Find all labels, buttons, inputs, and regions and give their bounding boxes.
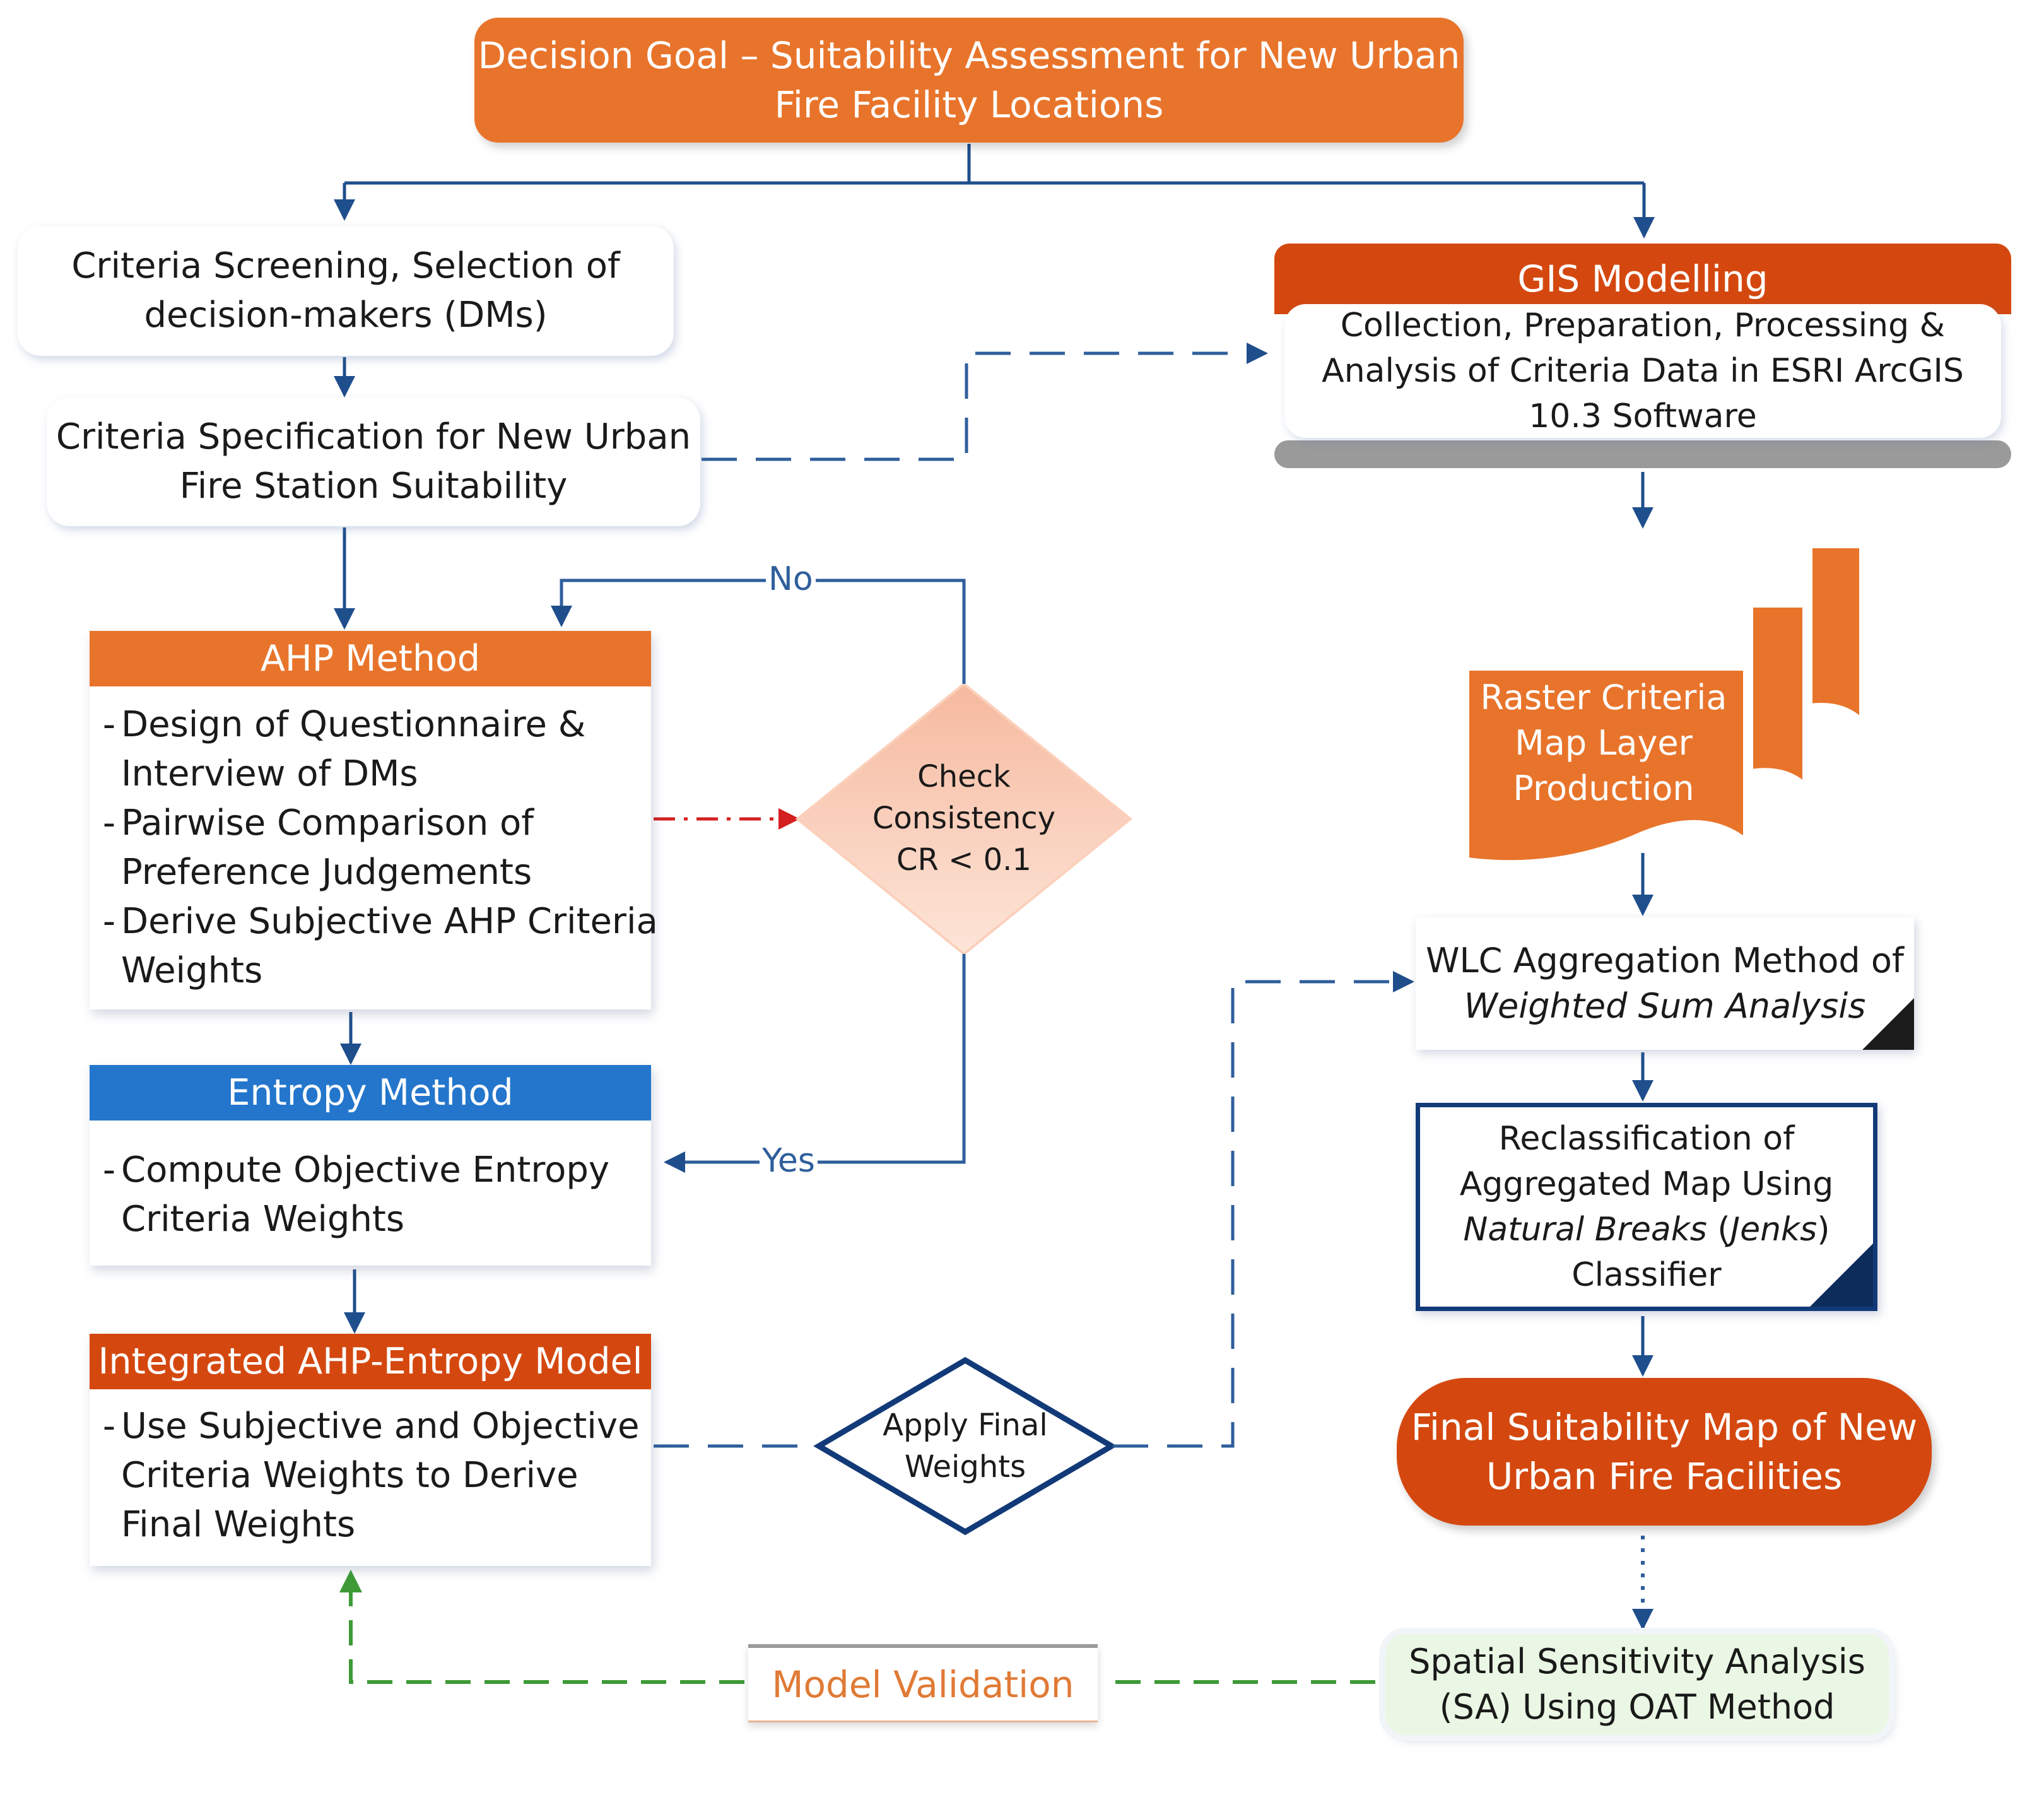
yes-connector xyxy=(664,954,966,1173)
check-consistency-label: Check Consistency CR < 0.1 xyxy=(864,756,1064,881)
dashed-spec-gis xyxy=(702,343,1268,461)
raster-criteria-label: Raster Criteria Map Layer Production xyxy=(1471,675,1736,811)
integrated-model-panel: Integrated AHP-Entropy Model - Use Subje… xyxy=(90,1334,651,1566)
screening-line-2: decision-makers (DMs) xyxy=(144,295,548,336)
ahp-method-title: AHP Method xyxy=(90,631,651,686)
decision-goal-box: Decision Goal – Suitability Assessment f… xyxy=(474,18,1464,143)
apply-line-1: Apply Final xyxy=(883,1408,1048,1443)
gis-line-2: Analysis of Criteria Data in ESRI ArcGIS xyxy=(1322,352,1964,390)
raster-document-stack xyxy=(1465,544,1863,864)
wlc-line-2: Weighted Sum Analysis xyxy=(1464,986,1866,1026)
ahp-item-3-line-2: Weights xyxy=(121,950,263,991)
reclassification-box: Reclassification of Aggregated Map Using… xyxy=(1416,1103,1877,1311)
ahp-item-3-line-1: Derive Subjective AHP Criteria xyxy=(121,901,658,942)
reclass-line-4: Classifier xyxy=(1571,1256,1722,1294)
no-label: No xyxy=(766,560,816,598)
criteria-screening-box: Criteria Screening, Selection of decisio… xyxy=(18,226,674,356)
wlc-line-1: WLC Aggregation Method of xyxy=(1426,941,1904,980)
goal-split-connector xyxy=(334,144,1655,238)
raster-line-2: Map Layer xyxy=(1515,723,1693,763)
sa-line-1: Spatial Sensitivity Analysis xyxy=(1409,1642,1865,1681)
integrated-model-items: - Use Subjective and Objective Criteria … xyxy=(90,1402,659,1550)
gis-line-1: Collection, Preparation, Processing & xyxy=(1340,307,1946,344)
ahp-item-2-line-1: Pairwise Comparison of xyxy=(121,803,534,844)
integrated-item-1-line-2: Criteria Weights to Derive xyxy=(121,1455,579,1496)
ahp-method-panel: AHP Method - Design of Questionnaire &In… xyxy=(90,631,658,1009)
wlc-corner-mark xyxy=(1862,998,1914,1050)
apply-line-2: Weights xyxy=(904,1449,1026,1485)
ahp-item-1-line-2: Interview of DMs xyxy=(121,753,418,794)
integrated-item-1: - Use Subjective and Objective Criteria … xyxy=(97,1402,659,1550)
integrated-item-1-line-1: Use Subjective and Objective xyxy=(121,1406,640,1447)
model-validation-label: Model Validation xyxy=(772,1662,1074,1706)
no-loop-connector xyxy=(551,579,966,684)
final-suitability-map-box: Final Suitability Map of New Urban Fire … xyxy=(1397,1378,1932,1526)
apply-weights-diamond xyxy=(813,1356,1117,1536)
reclass-jenks: Jenks xyxy=(1730,1211,1818,1249)
specification-line-2: Fire Station Suitability xyxy=(179,466,568,507)
yes-label: Yes xyxy=(760,1142,818,1180)
entropy-item-1-line-1: Compute Objective Entropy xyxy=(121,1150,610,1191)
reclass-line-1: Reclassification of xyxy=(1498,1120,1795,1158)
entropy-item-1-line-2: Criteria Weights xyxy=(121,1199,405,1240)
model-validation-box: Model Validation xyxy=(748,1644,1098,1722)
ahp-method-items: - Design of Questionnaire &Interview of … xyxy=(90,700,659,996)
reclass-open-paren: ( xyxy=(1706,1211,1730,1249)
ahp-item-1: - Design of Questionnaire &Interview of … xyxy=(97,700,659,799)
dashed-apply-wlc xyxy=(1113,971,1414,1448)
reclass-close-paren: ) xyxy=(1817,1211,1830,1249)
raster-line-1: Raster Criteria xyxy=(1480,678,1727,717)
reclass-corner-mark xyxy=(1810,1244,1873,1307)
gis-line-3: 10.3 Software xyxy=(1529,397,1757,435)
apply-weights-label: Apply Final Weights xyxy=(864,1404,1066,1488)
criteria-specification-box: Criteria Specification for New Urban Fir… xyxy=(47,397,700,526)
sensitivity-analysis-box: Spatial Sensitivity Analysis (SA) Using … xyxy=(1385,1634,1889,1735)
screening-line-1: Criteria Screening, Selection of xyxy=(71,245,620,286)
gis-modelling-card: Collection, Preparation, Processing & An… xyxy=(1284,304,2001,438)
reclass-line-2: Aggregated Map Using xyxy=(1459,1165,1834,1203)
sa-line-2: (SA) Using OAT Method xyxy=(1439,1687,1835,1727)
check-line-1: Check xyxy=(917,759,1011,794)
ahp-item-2-line-2: Preference Judgements xyxy=(121,852,532,893)
goal-line-2: Fire Facility Locations xyxy=(774,83,1164,126)
gis-modelling-box: GIS Modelling Collection, Preparation, P… xyxy=(1274,244,2011,469)
gis-modelling-title: GIS Modelling xyxy=(1274,244,2011,314)
integrated-item-1-line-3: Final Weights xyxy=(121,1504,356,1545)
specification-line-1: Criteria Specification for New Urban xyxy=(56,416,691,457)
entropy-method-panel: Entropy Method - Compute Objective Entro… xyxy=(90,1065,651,1266)
ahp-item-1-line-1: Design of Questionnaire & xyxy=(121,704,586,745)
integrated-model-title: Integrated AHP-Entropy Model xyxy=(90,1334,651,1389)
reclass-natural-breaks: Natural Breaks xyxy=(1463,1211,1707,1249)
entropy-method-title: Entropy Method xyxy=(90,1065,651,1121)
goal-line-1: Decision Goal – Suitability Assessment f… xyxy=(478,34,1460,77)
wlc-aggregation-box: WLC Aggregation Method of Weighted Sum A… xyxy=(1416,917,1914,1050)
green-dashed-validation-integrated xyxy=(339,1570,744,1684)
check-line-2: Consistency xyxy=(872,801,1056,836)
final-line-1: Final Suitability Map of New xyxy=(1411,1406,1918,1449)
gis-modelling-base-bar xyxy=(1274,440,2011,468)
final-line-2: Urban Fire Facilities xyxy=(1486,1455,1843,1498)
raster-line-3: Production xyxy=(1513,768,1695,808)
reclass-line-3: Natural Breaks (Jenks) xyxy=(1463,1207,1830,1252)
check-line-3: CR < 0.1 xyxy=(896,842,1031,878)
